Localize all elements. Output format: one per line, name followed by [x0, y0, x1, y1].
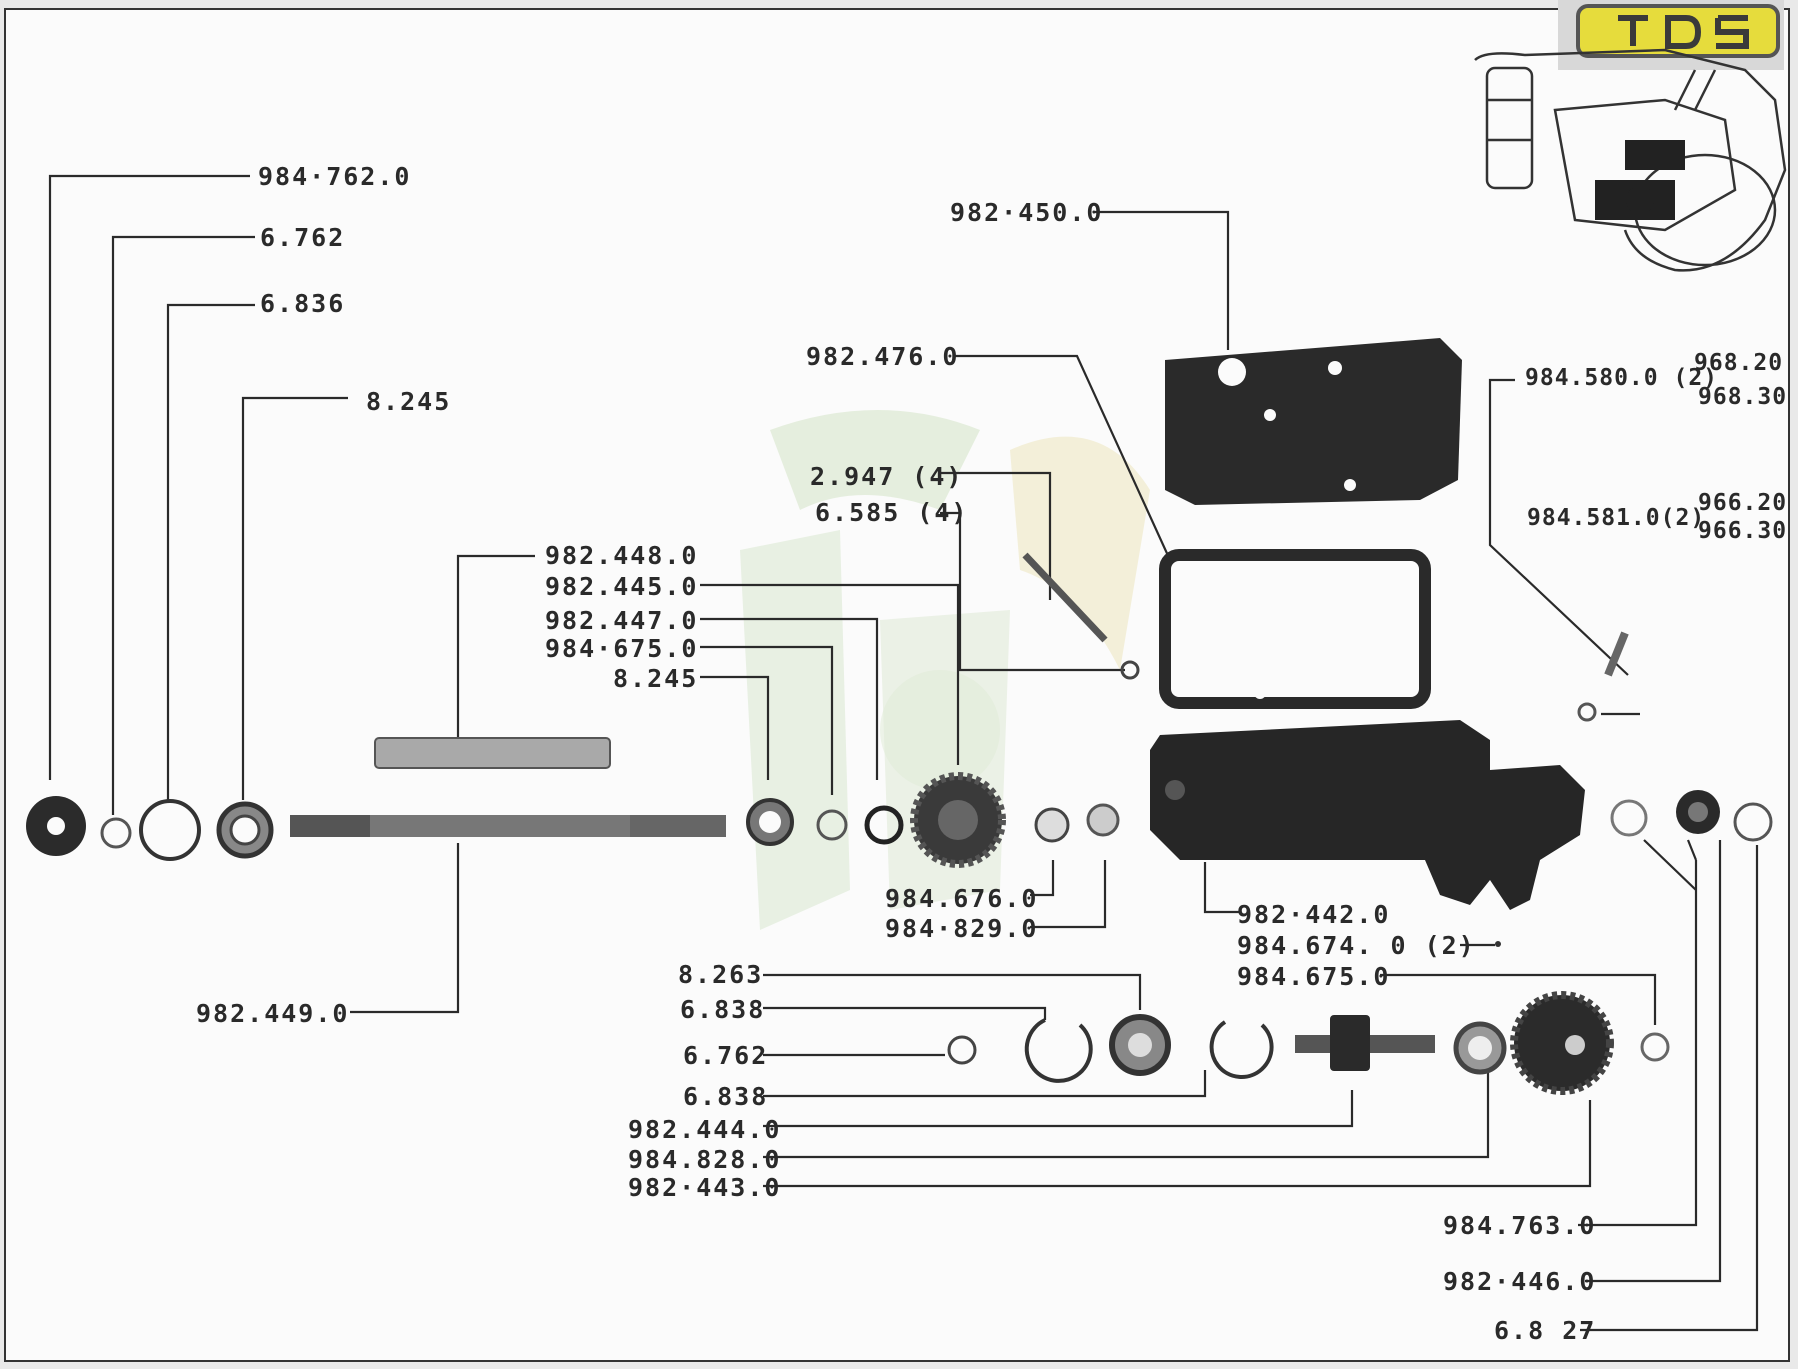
label-982-445-0: 982.445.0	[545, 572, 699, 601]
tractor-location-sketch	[1474, 48, 1787, 272]
part-8-245-bearing	[746, 798, 794, 846]
label-984-581-0: 984.581.0(2)	[1527, 505, 1706, 531]
label-2-947: 2.947 (4)	[810, 462, 964, 491]
label-984-675-0-lower: 984.675.0	[1237, 962, 1391, 991]
part-6-762-circlip	[100, 817, 132, 849]
part-984-829-bearing	[1086, 803, 1120, 837]
part-984-674-pin	[1495, 941, 1501, 947]
part-984-675-circlip	[816, 809, 848, 841]
label-8-245: 8.245	[366, 387, 452, 416]
part-8-245-seal	[216, 801, 274, 859]
label-984-676-0: 984.676.0	[885, 884, 1039, 913]
label-6-827: 6.8 27	[1494, 1316, 1597, 1345]
part-982-444-pinion	[1295, 1015, 1435, 1071]
part-6-585-washer	[1120, 660, 1140, 680]
label-6-585: 6.585 (4)	[815, 498, 969, 527]
part-6-838-circlip-a	[1024, 1018, 1093, 1083]
label-968-30: 968.30	[1698, 384, 1788, 410]
label-982-448-0: 982.448.0	[545, 541, 699, 570]
tds-logo	[1558, 0, 1784, 70]
part-982-447-ring	[864, 805, 904, 845]
part-982-476-gasket	[1159, 549, 1431, 709]
label-982-444-0: 982.444.0	[628, 1115, 782, 1144]
part-984-675-lower-circlip	[1640, 1032, 1670, 1062]
label-984-580-0: 984.580.0 (2)	[1525, 365, 1719, 391]
label-6-838-a: 6.838	[680, 995, 766, 1024]
label-968-20: 968.20	[1694, 350, 1784, 376]
label-8-263: 8.263	[678, 960, 764, 989]
part-982-442-housing	[1150, 720, 1585, 910]
label-982-450-0: 982·450.0	[950, 198, 1104, 227]
part-6-836-circlip	[139, 799, 201, 861]
label-966-20: 966.20	[1698, 490, 1788, 516]
watermark-emblem	[740, 410, 1150, 930]
label-982-449-0: 982.449.0	[196, 999, 350, 1028]
label-984-674-0: 984.674. 0 (2)	[1237, 931, 1476, 960]
part-982-445-gear	[910, 772, 1006, 868]
part-6-762-lower-circlip	[947, 1035, 977, 1065]
label-982-446-0: 982·446.0	[1443, 1267, 1597, 1296]
part-8-263-bearing	[1109, 1014, 1171, 1076]
part-982-446-bearing	[1676, 790, 1720, 834]
label-6-836: 6.836	[260, 289, 346, 318]
label-984-762-0: 984·762.0	[258, 162, 412, 191]
part-6-827-circlip	[1733, 802, 1773, 842]
part-984-676-bush	[1034, 807, 1070, 843]
part-982-449-shaft	[290, 815, 726, 837]
label-982-442-0: 982·442.0	[1237, 900, 1391, 929]
label-6-838-b: 6.838	[683, 1082, 769, 1111]
part-982-443-gear	[1510, 991, 1614, 1095]
label-982-443-0: 982·443.0	[628, 1173, 782, 1202]
label-984-829-0: 984·829.0	[885, 914, 1039, 943]
part-984-581-washer	[1577, 702, 1597, 722]
part-984-762-washer	[26, 796, 86, 856]
part-2-947-bolt	[1022, 552, 1108, 643]
label-982-476-0: 982.476.0	[806, 342, 960, 371]
label-984-675-0: 984·675.0	[545, 634, 699, 663]
label-984-828-0: 984.828.0	[628, 1145, 782, 1174]
label-6-762-lower: 6.762	[683, 1041, 769, 1070]
label-984-763-0: 984.763.0	[1443, 1211, 1597, 1240]
label-966-30: 966.30	[1698, 518, 1788, 544]
part-982-450-cover	[1165, 338, 1462, 505]
part-982-448-tube	[374, 737, 611, 769]
part-6-838-circlip-b	[1209, 1020, 1274, 1079]
label-982-447-0: 982.447.0	[545, 606, 699, 635]
part-984-828-bearing	[1453, 1021, 1507, 1075]
part-984-763-ring	[1610, 799, 1648, 837]
leader-lines	[48, 174, 1759, 1332]
label-6-762: 6.762	[260, 223, 346, 252]
label-8-245-mid: 8.245	[613, 664, 699, 693]
part-984-580-bolt	[1604, 631, 1629, 677]
